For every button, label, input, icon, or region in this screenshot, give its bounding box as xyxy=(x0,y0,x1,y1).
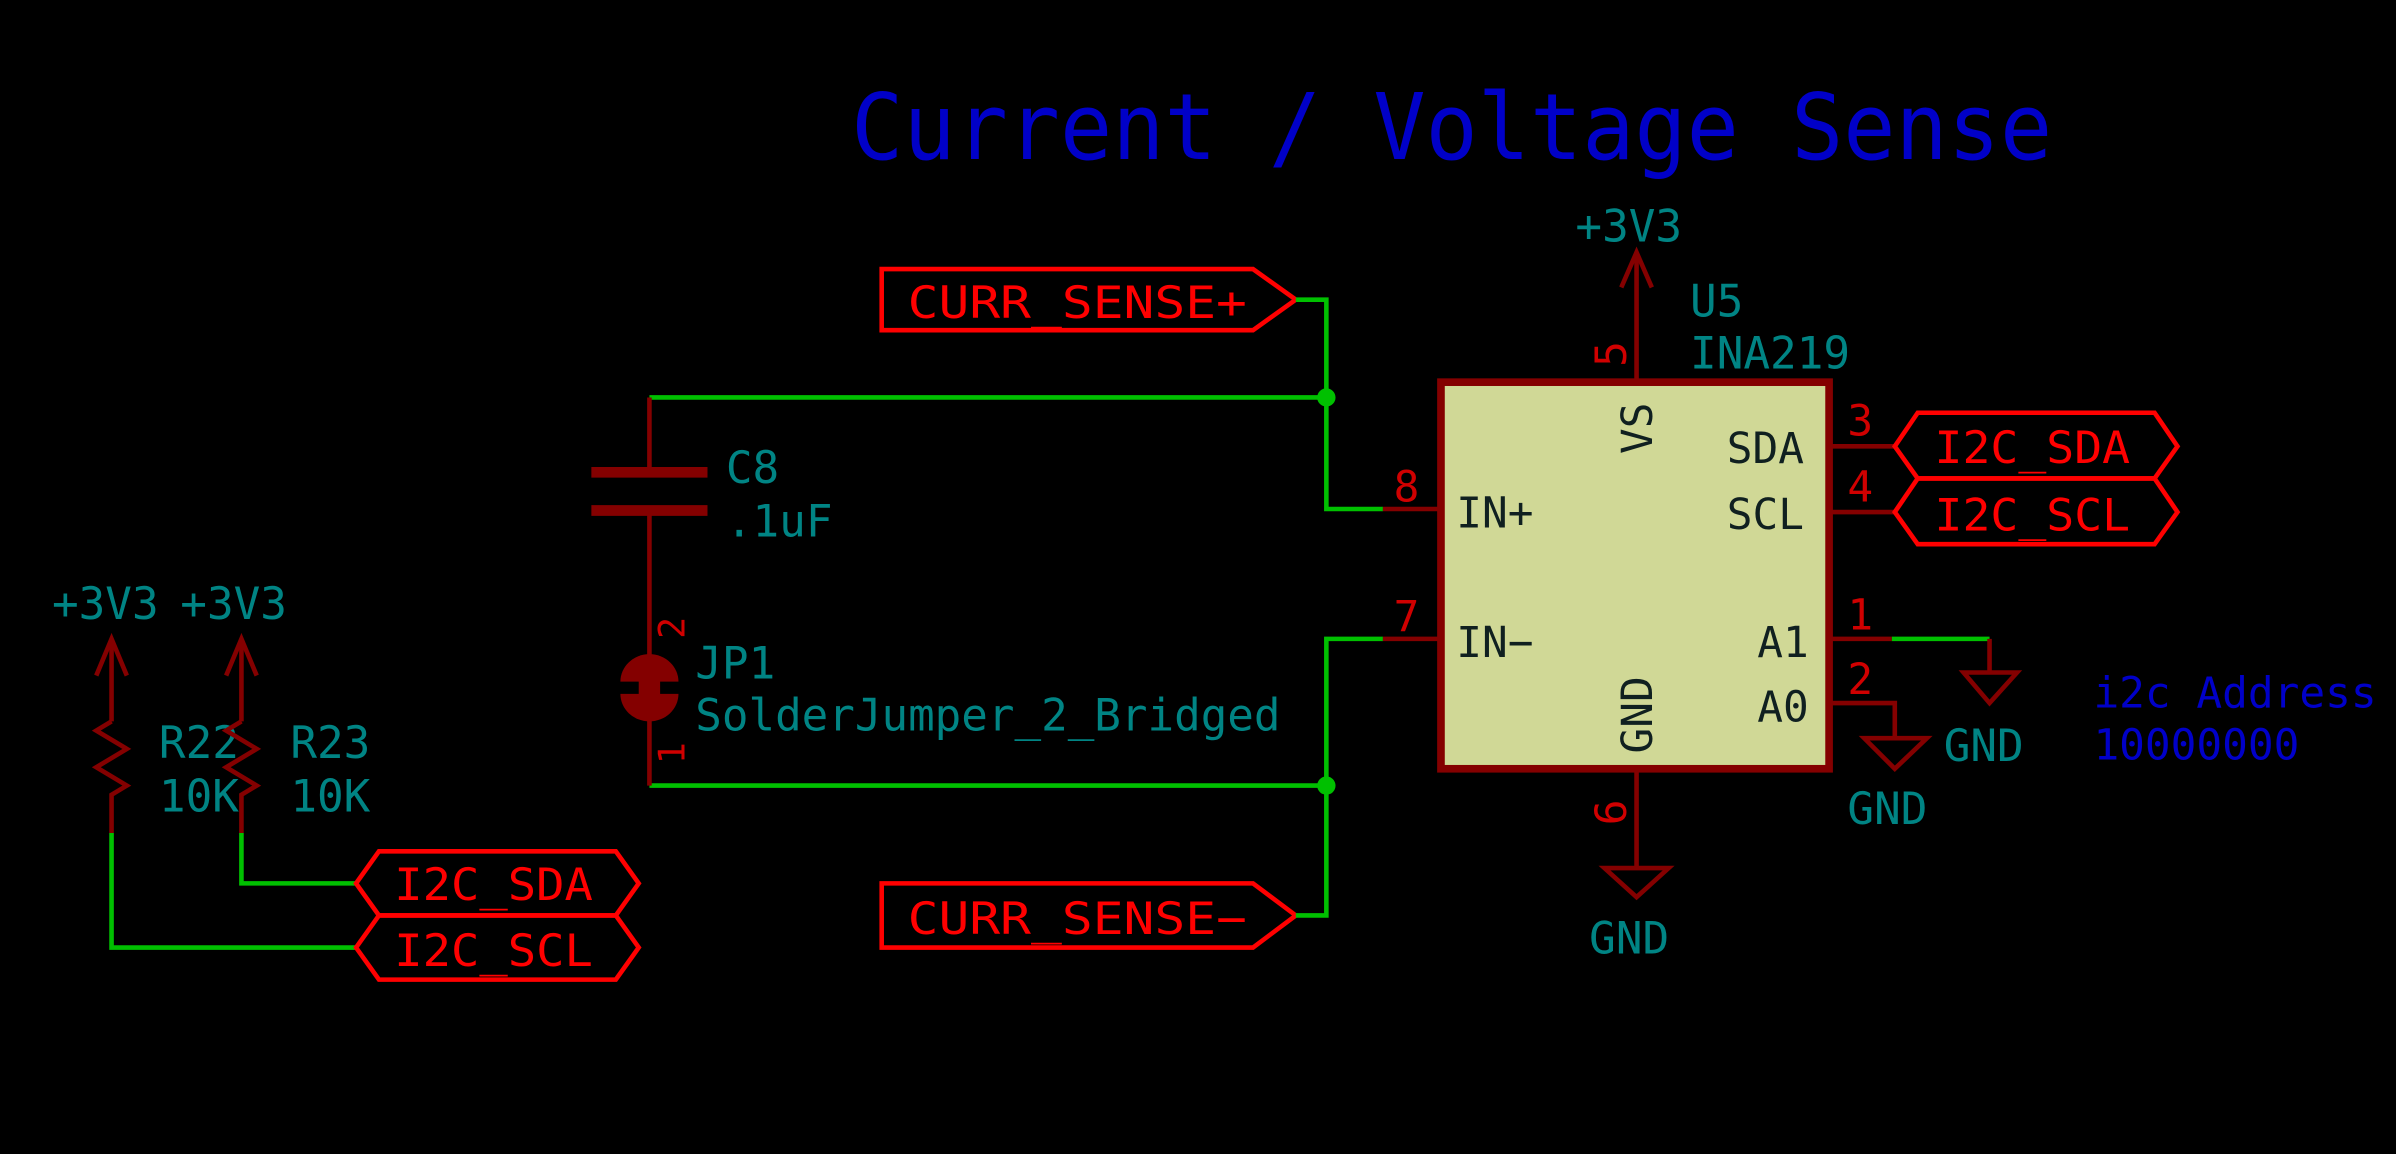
label-text: I2C_SCL xyxy=(1935,490,2131,541)
capacitor-c8[interactable]: C8 .1uF xyxy=(591,397,833,661)
note-i2c-address-label: i2c Address xyxy=(2093,669,2376,719)
resistor-r23[interactable]: +3V3 R23 10K xyxy=(180,579,371,833)
pin-num-3: 3 xyxy=(1847,397,1873,447)
junction xyxy=(1317,388,1336,407)
jp1-value: SolderJumper_2_Bridged xyxy=(695,691,1280,742)
pin-name-scl: SCL xyxy=(1727,490,1804,540)
power-label-3v3: +3V3 xyxy=(180,579,287,630)
global-label-i2c-scl-left[interactable]: I2C_SCL xyxy=(353,913,642,982)
pin-num-8: 8 xyxy=(1394,462,1420,512)
gnd-symbol-a0[interactable]: GND xyxy=(1847,735,1933,835)
global-label-curr-sense-neg[interactable]: CURR_SENSE− xyxy=(879,881,1300,950)
label-text: I2C_SDA xyxy=(1935,423,2131,474)
pin-num-1: 1 xyxy=(1847,591,1873,641)
u5-ref: U5 xyxy=(1690,276,1743,327)
global-label-i2c-sda-right[interactable]: I2C_SDA xyxy=(1892,410,2181,481)
c8-ref: C8 xyxy=(726,443,779,494)
jp1-pin2: 2 xyxy=(651,617,694,639)
jp1-pin1: 1 xyxy=(651,742,694,764)
power-label-3v3: +3V3 xyxy=(1575,202,1682,253)
sheet-title: Current / Voltage Sense xyxy=(851,74,2052,181)
r23-ref: R23 xyxy=(290,718,370,769)
label-text: I2C_SDA xyxy=(394,860,593,911)
c8-value: .1uF xyxy=(726,497,833,548)
pin-name-gnd: GND xyxy=(1613,676,1663,753)
junction xyxy=(1317,776,1336,795)
power-label-gnd: GND xyxy=(1589,914,1669,965)
pin-name-in-pos: IN+ xyxy=(1456,488,1533,538)
r23-value: 10K xyxy=(290,772,370,823)
pin-name-in-neg: IN− xyxy=(1456,618,1533,668)
label-text: I2C_SCL xyxy=(394,926,593,977)
resistor-r22[interactable]: +3V3 R22 10K xyxy=(52,579,239,833)
r22-ref: R22 xyxy=(159,718,239,769)
global-label-i2c-scl-right[interactable]: I2C_SCL xyxy=(1892,476,2181,547)
r22-value: 10K xyxy=(159,772,239,823)
global-label-curr-sense-pos[interactable]: CURR_SENSE+ xyxy=(879,266,1300,333)
pin-num-2: 2 xyxy=(1847,655,1873,705)
pin-num-4: 4 xyxy=(1847,462,1873,512)
pin-num-6: 6 xyxy=(1587,800,1637,826)
label-text: CURR_SENSE+ xyxy=(908,278,1247,329)
solder-jumper-jp1[interactable]: 2 1 JP1 SolderJumper_2_Bridged xyxy=(620,617,1281,786)
pin-name-sda: SDA xyxy=(1727,424,1804,474)
note-i2c-address-value: 10000000 xyxy=(2093,721,2299,771)
pin-name-a0: A0 xyxy=(1757,682,1809,732)
power-label-gnd: GND xyxy=(1944,721,2024,772)
gnd-symbol-a1[interactable]: GND xyxy=(1944,638,2024,772)
pin-name-a1: A1 xyxy=(1757,618,1809,668)
global-label-i2c-sda-left[interactable]: I2C_SDA xyxy=(353,848,642,918)
pin-name-vs: VS xyxy=(1613,402,1663,453)
label-text: CURR_SENSE− xyxy=(908,894,1247,945)
power-label-3v3: +3V3 xyxy=(52,579,159,630)
jp1-ref: JP1 xyxy=(695,639,775,690)
u5-value: INA219 xyxy=(1690,328,1850,379)
ic-u5-ina219[interactable]: U5 INA219 +3V3 5 VS GND 6 GND 8 IN+ 7 IN… xyxy=(1382,202,1898,965)
wires xyxy=(109,297,1990,950)
power-label-gnd: GND xyxy=(1847,784,1927,835)
pin-num-5: 5 xyxy=(1587,341,1637,367)
pin-num-7: 7 xyxy=(1394,592,1420,642)
